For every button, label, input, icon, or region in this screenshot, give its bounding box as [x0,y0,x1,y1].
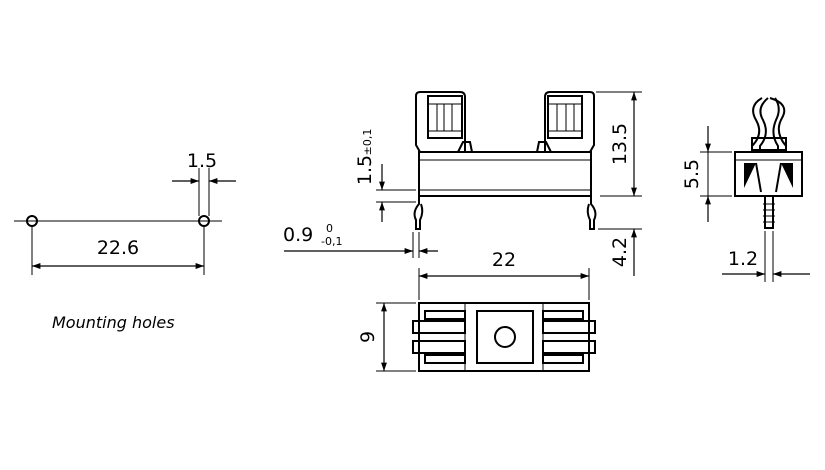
center-boss [476,310,534,364]
fuse-holder-base [418,151,592,197]
top-view-body [418,302,590,372]
front-view: 13.5 4.2 1.5 ±0,1 0.9 0 -0,1 [283,91,642,276]
left-clip [415,91,466,153]
top-view: 22 9 [357,249,596,372]
body-height-label: 5.5 [681,159,703,189]
right-pin [586,196,597,230]
mounting-holes-view: 22.6 1.5 Mounting holes [14,150,236,332]
right-clip [544,91,595,153]
side-clip-left [751,97,763,152]
mounting-holes-caption: Mounting holes [52,313,175,332]
left-pin [413,196,424,230]
side-view: 5.5 1.2 [681,97,810,282]
side-clip-right [769,97,787,152]
clip-height-label: 1.5 [354,155,376,185]
center-hole [494,326,516,348]
total-height-label: 13.5 [609,123,631,165]
pin-width-label: 0.9 [283,224,313,246]
length-label: 22 [492,249,516,271]
hole-spacing-label: 22.6 [97,237,139,259]
pin-thickness-label: 1.2 [728,248,758,270]
width-label: 9 [357,331,379,343]
side-pin [764,195,774,229]
pin-width-tol-upper: 0 [326,222,333,235]
hole-diameter-label: 1.5 [187,150,217,172]
pin-length-label: 4.2 [609,237,631,267]
pin-width-tol-lower: -0,1 [321,235,342,248]
clip-height-tolerance: ±0,1 [361,129,374,156]
